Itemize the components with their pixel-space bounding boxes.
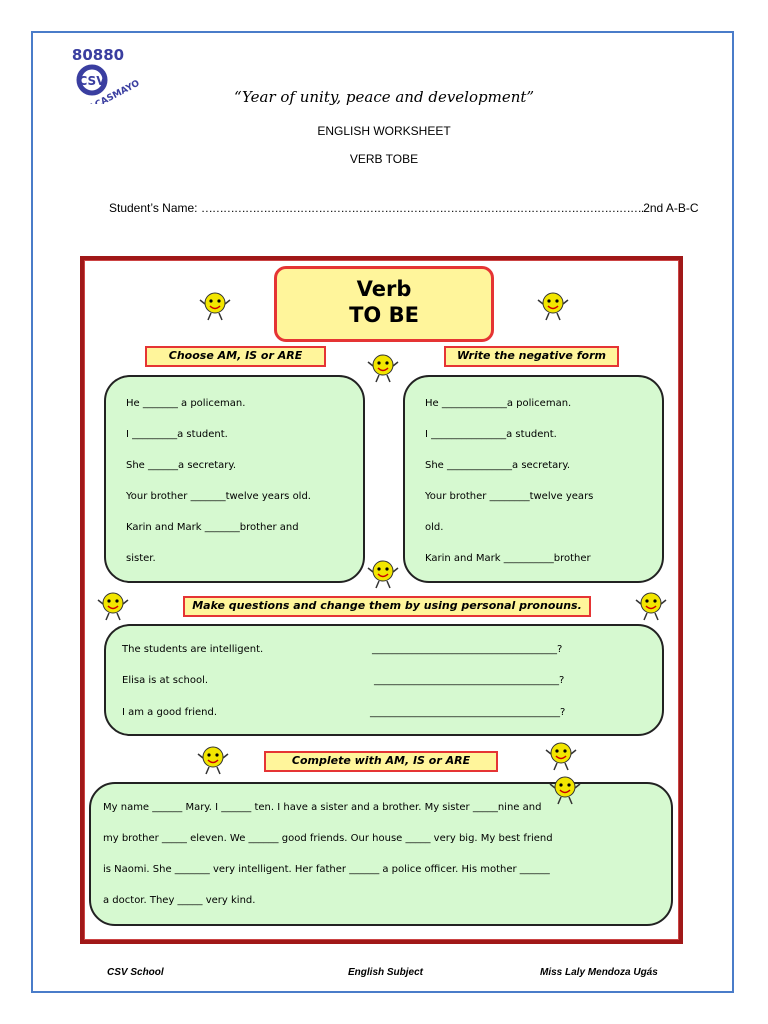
question-answer-blank[interactable]: ______________________________________? (370, 707, 566, 718)
question-text: The students are intelligent. (122, 644, 264, 655)
smiley-icon (537, 292, 569, 321)
choose-item[interactable]: She ______a secretary. (126, 460, 237, 471)
footer-school: CSV School (107, 967, 164, 978)
smiley-icon (197, 746, 229, 775)
question-text: I am a good friend. (122, 707, 218, 718)
student-name-label: Student’s Name: (109, 201, 198, 215)
smiley-icon (549, 776, 581, 805)
logo-initials: CSV (79, 74, 107, 88)
worksheet-title: ENGLISH WORKSHEET (317, 124, 451, 138)
question-answer-blank[interactable]: _____________________________________? (374, 675, 565, 686)
question-text: Elisa is at school. (122, 675, 209, 686)
footer-teacher: Miss Laly Mendoza Ugás (540, 967, 658, 978)
smiley-icon (367, 354, 399, 383)
smiley-icon (367, 560, 399, 589)
negative-item[interactable]: He _____________a policeman. (425, 398, 572, 409)
worksheet-subtitle: VERB TOBE (349, 152, 419, 166)
page-frame (31, 31, 734, 993)
worksheet-inner-border (84, 260, 679, 940)
question-answer-blank[interactable]: _____________________________________? (372, 644, 563, 655)
smiley-icon (199, 292, 231, 321)
title-box: Verb TO BE (274, 266, 494, 342)
negative-item[interactable]: Your brother ________twelve years (425, 491, 594, 502)
complete-label: Complete with AM, IS or ARE (264, 751, 498, 772)
negative-item[interactable]: I _______________a student. (425, 429, 557, 440)
smiley-icon (97, 592, 129, 621)
negative-label: Write the negative form (444, 346, 619, 367)
choose-item[interactable]: He _______ a policeman. (126, 398, 246, 409)
complete-line[interactable]: my brother _____ eleven. We ______ good … (103, 833, 553, 844)
school-logo: 80880 CSV PACASMAYO (72, 46, 142, 104)
negative-exercise-box: He _____________a policeman. I _________… (403, 375, 664, 583)
smiley-icon (635, 592, 667, 621)
complete-exercise-box: My name ______ Mary. I ______ ten. I hav… (89, 782, 673, 926)
choose-label: Choose AM, IS or ARE (145, 346, 326, 367)
footer-subject: English Subject (348, 967, 424, 978)
complete-line[interactable]: is Naomi. She _______ very intelligent. … (103, 864, 550, 875)
complete-line[interactable]: My name ______ Mary. I ______ ten. I hav… (103, 802, 542, 813)
title-line-2: TO BE (349, 303, 419, 327)
negative-item[interactable]: Karin and Mark __________brother (425, 553, 591, 564)
smiley-icon (545, 742, 577, 771)
motto: “Year of unity, peace and development” (233, 88, 535, 106)
questions-label: Make questions and change them by using … (183, 596, 591, 617)
complete-line[interactable]: a doctor. They _____ very kind. (103, 895, 256, 906)
student-name-blank[interactable]: …………………………………………………………………………………………………………… (200, 201, 644, 215)
questions-exercise-box: The students are intelligent. __________… (104, 624, 664, 736)
grade-label: 2nd A-B-C (643, 201, 699, 215)
negative-item: old. (425, 522, 444, 533)
choose-item: sister. (126, 553, 156, 564)
choose-item[interactable]: I _________a student. (126, 429, 228, 440)
logo-number: 80880 (72, 46, 124, 64)
student-name-line: Student’s Name: ………………………………………………………………… (109, 201, 699, 215)
choose-item[interactable]: Karin and Mark _______brother and (126, 522, 299, 533)
title-line-1: Verb (356, 277, 412, 301)
negative-item[interactable]: She _____________a secretary. (425, 460, 571, 471)
choose-item[interactable]: Your brother _______twelve years old. (126, 491, 311, 502)
choose-exercise-box: He _______ a policeman. I _________a stu… (104, 375, 365, 583)
